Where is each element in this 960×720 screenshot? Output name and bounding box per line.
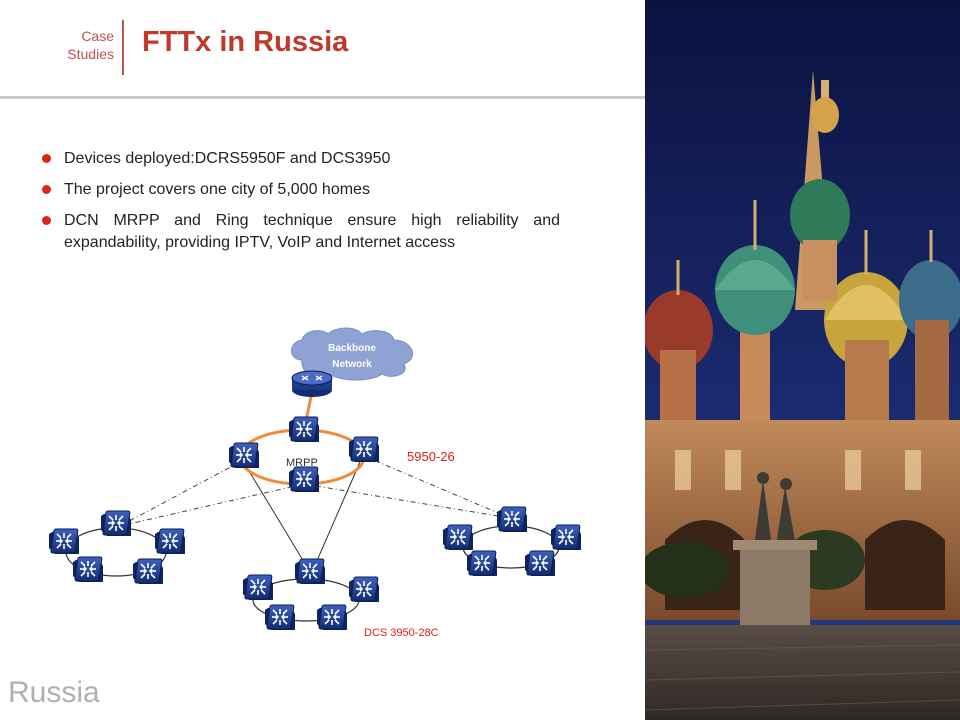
access-switch-icon xyxy=(496,506,528,533)
access-switch-icon xyxy=(294,558,326,585)
router-icon xyxy=(291,370,333,397)
core-model-label: 5950-26 xyxy=(407,449,455,464)
uplink-solid-lines xyxy=(245,461,361,573)
access-switch-icon xyxy=(524,550,556,577)
uplink-lines xyxy=(119,455,511,527)
header-divider xyxy=(0,96,645,99)
section-label-line1: Case xyxy=(81,28,114,44)
cloud-label-line1: Backbone xyxy=(328,343,376,354)
uplink-bottom-a xyxy=(245,465,311,573)
access-model-label: DCS 3950-28C xyxy=(364,627,439,639)
access-switch-icon xyxy=(348,576,380,603)
mrpp-label: MRPP xyxy=(286,457,318,469)
access-switch-icon xyxy=(442,524,474,551)
bullet-item-coverage: The project covers one city of 5,000 hom… xyxy=(40,179,560,201)
access-switch-icon xyxy=(72,556,104,583)
access-switch-icon xyxy=(316,604,348,631)
bullet-item-technique: DCN MRPP and Ring technique ensure high … xyxy=(40,210,560,254)
access-switch-icon xyxy=(466,550,498,577)
core-switch-top-icon xyxy=(288,416,320,443)
page-title: FTTx in Russia xyxy=(142,26,349,58)
bullet-list: Devices deployed:DCRS5950F and DCS3950 T… xyxy=(40,148,560,263)
title-separator xyxy=(122,20,124,75)
header-bar xyxy=(0,0,645,96)
uplink-bottom-b xyxy=(311,461,361,573)
core-switch-right-icon xyxy=(348,436,380,463)
uplink-right-a xyxy=(303,483,511,519)
cathedral-photo xyxy=(645,0,960,720)
access-switch-icon xyxy=(100,510,132,537)
uplink-left-a xyxy=(119,461,241,527)
cloud-label-line2: Network xyxy=(332,359,372,370)
access-switch-icon xyxy=(242,574,274,601)
core-switch-bottom-icon xyxy=(288,466,320,493)
network-diagram: Backbone Network MRPP 5950-26 DCS 3950-2… xyxy=(48,327,582,639)
access-switch-icon xyxy=(132,558,164,585)
access-switch-icon xyxy=(48,528,80,555)
bullet-item-devices: Devices deployed:DCRS5950F and DCS3950 xyxy=(40,148,560,170)
access-switch-icon xyxy=(154,528,186,555)
backbone-cloud-icon: Backbone Network xyxy=(291,327,414,381)
uplink-left-b xyxy=(119,483,305,527)
access-switch-icon xyxy=(550,524,582,551)
section-label-line2: Studies xyxy=(67,46,114,62)
section-label: Case Studies xyxy=(40,27,114,63)
uplink-right-b xyxy=(363,455,511,519)
core-switch-left-icon xyxy=(228,442,260,469)
footer-country-label: Russia xyxy=(8,676,100,709)
access-switch-icon xyxy=(264,604,296,631)
